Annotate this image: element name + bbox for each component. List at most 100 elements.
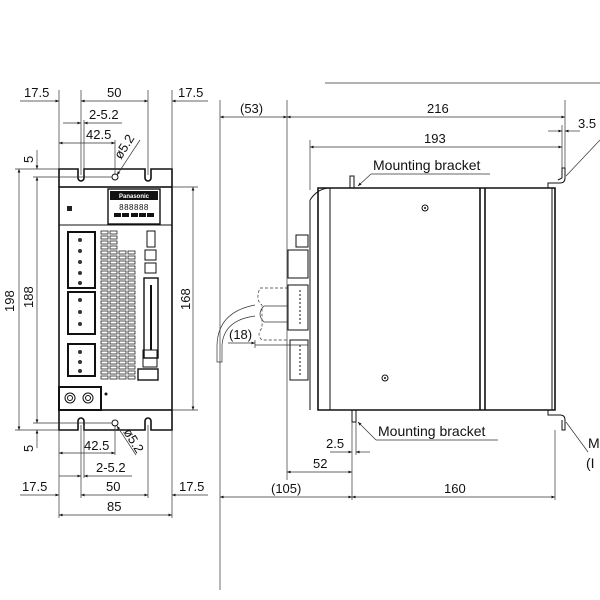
dim-bottom-slot-pitch: 50: [106, 479, 120, 494]
vent-slot: [100, 340, 109, 345]
display-panel: Panasonic 888888: [107, 188, 161, 225]
vent-slot: [109, 235, 118, 240]
dim-bottom-offset: 5: [21, 445, 36, 452]
vent-slot: [100, 265, 109, 270]
vent-slot: [100, 260, 109, 265]
dim-top-left-margin: 17.5: [24, 85, 49, 100]
vent-slot: [127, 345, 136, 350]
vent-slot: [118, 290, 127, 295]
vent-slot: [118, 270, 127, 275]
vent-slot: [109, 315, 118, 320]
vent-slot: [127, 335, 136, 340]
dim-body-depth: 160: [444, 481, 466, 496]
vent-slot: [100, 300, 109, 305]
vent-slot: [100, 285, 109, 290]
vent-slot: [127, 375, 136, 380]
vent-slot: [127, 290, 136, 295]
dim-cable-clearance: (18): [229, 327, 252, 342]
vent-slot: [118, 325, 127, 330]
dim-bracket-depth: 193: [424, 131, 446, 146]
dim-bottom-hole-offset: 42.5: [84, 438, 109, 453]
vent-slot: [100, 360, 109, 365]
vent-slot: [127, 315, 136, 320]
vent-slot: [118, 350, 127, 355]
vent-slot: [118, 370, 127, 375]
vent-slot: [100, 350, 109, 355]
front-height-dimensions: 198 188 5 5 168: [2, 150, 198, 452]
vent-slot: [109, 285, 118, 290]
vent-slot: [109, 230, 118, 235]
vent-slot: [100, 255, 109, 260]
vent-slot: [127, 260, 136, 265]
vent-slot: [127, 365, 136, 370]
dim-hole-pitch: 188: [21, 286, 36, 308]
label-mounting-bracket-bottom: Mounting bracket: [378, 423, 486, 439]
vent-slot: [127, 340, 136, 345]
vent-slot: [127, 305, 136, 310]
vent-slot: [100, 315, 109, 320]
vent-slot: [118, 375, 127, 380]
vent-slot: [109, 330, 118, 335]
vent-slot: [100, 330, 109, 335]
vent-slot: [100, 230, 109, 235]
dim-overall-height: 198: [2, 290, 17, 312]
vent-slot: [100, 365, 109, 370]
vent-slot: [127, 280, 136, 285]
vent-slot: [127, 270, 136, 275]
vent-slot: [127, 275, 136, 280]
vent-slot: [109, 310, 118, 315]
side-body: [317, 187, 556, 411]
vent-slot: [118, 280, 127, 285]
vent-slot: [100, 345, 109, 350]
vent-slot: [127, 265, 136, 270]
dim-body-height: 168: [178, 288, 193, 310]
dim-top-hole-diameter: ø5.2: [111, 132, 138, 162]
vent-slot: [118, 345, 127, 350]
brand-logo: Panasonic: [119, 194, 150, 200]
vent-slot: [100, 290, 109, 295]
dim-top-right-margin: 17.5: [178, 85, 203, 100]
vent-slot: [100, 370, 109, 375]
vent-slot: [118, 295, 127, 300]
vent-slot: [109, 305, 118, 310]
vent-slot: [127, 370, 136, 375]
dim-bottom-width: 85: [107, 499, 121, 514]
dim-top-slot-pitch: 50: [107, 85, 121, 100]
ventilation-grid: [100, 230, 136, 380]
vent-slot: [100, 325, 109, 330]
vent-slot: [118, 300, 127, 305]
dim-front-to-bracket: 52: [313, 456, 327, 471]
vent-slot: [100, 355, 109, 360]
vent-slot: [118, 275, 127, 280]
dim-top-hole-offset: 42.5: [86, 127, 111, 142]
vent-slot: [127, 320, 136, 325]
led-indicator: [67, 206, 72, 211]
dim-bracket-offset: 3.5: [578, 116, 596, 131]
vent-slot: [109, 270, 118, 275]
dim-bracket-thickness: 2.5: [326, 436, 344, 451]
mounting-flange-top: [58, 168, 173, 187]
vent-slot: [118, 315, 127, 320]
mounting-bracket-top: [349, 167, 566, 188]
vent-slot: [118, 285, 127, 290]
vent-slot: [109, 290, 118, 295]
vent-slot: [109, 320, 118, 325]
vent-slot: [109, 260, 118, 265]
vent-slot: [127, 310, 136, 315]
vent-slot: [109, 355, 118, 360]
vent-slot: [127, 255, 136, 260]
mounting-flange-bottom: [58, 410, 173, 431]
vent-slot: [118, 305, 127, 310]
dim-top-slot-count: 2-5.2: [89, 107, 119, 122]
dim-bottom-right-margin: 17.5: [179, 479, 204, 494]
vent-slot: [118, 310, 127, 315]
vent-slot: [109, 345, 118, 350]
mounting-bracket-bottom: [351, 410, 566, 431]
front-body: [58, 186, 173, 411]
vent-slot: [109, 300, 118, 305]
vent-slot: [118, 365, 127, 370]
vent-slot: [109, 340, 118, 345]
cable-outline: [216, 287, 288, 363]
signal-connectors: [137, 230, 159, 381]
vent-slot: [118, 255, 127, 260]
